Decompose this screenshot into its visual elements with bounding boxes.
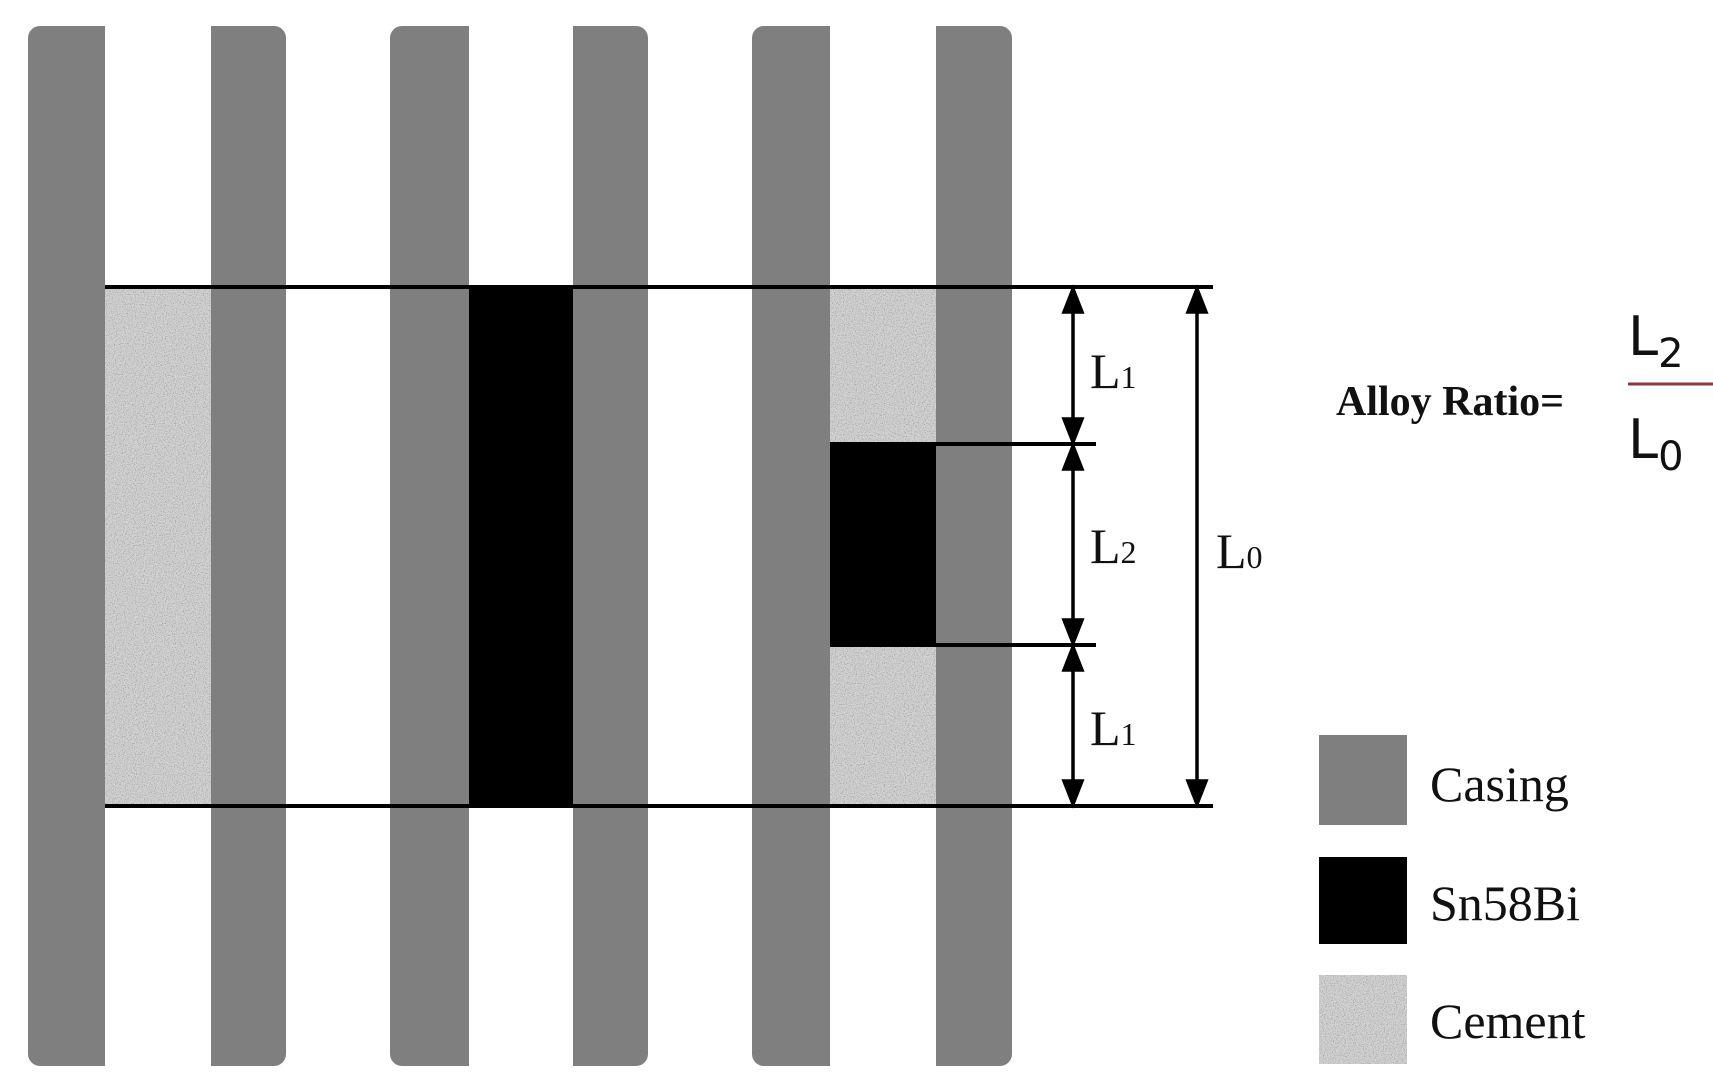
alloy-ratio-formula: Alloy Ratio= L2 L0 (1336, 305, 1713, 480)
well-1-bore-bottom (105, 806, 211, 1066)
l1-top-arrowhead-down (1061, 417, 1085, 447)
legend-label-casing: Casing (1430, 756, 1569, 812)
well-3-bore-bottom (830, 806, 936, 1066)
formula-numerator: L2 (1628, 305, 1684, 377)
well-3-alloy-section (830, 444, 936, 645)
well-1-bore-top (105, 26, 211, 286)
l0-arrowhead-up (1185, 284, 1209, 314)
well-2-alloy (390, 26, 648, 1066)
l0-label: L0 (1216, 523, 1263, 579)
well-3-bore-top (830, 26, 936, 286)
legend-swatch-casing (1319, 735, 1407, 825)
l1-bottom-arrowhead-down (1061, 779, 1085, 809)
well-1-cement-section (105, 286, 211, 806)
l2-arrowhead-up (1061, 441, 1085, 471)
formula-denominator: L0 (1628, 408, 1684, 480)
legend-label-sn58bi: Sn58Bi (1430, 875, 1580, 931)
l2-arrowhead-down (1061, 618, 1085, 648)
well-3-mixed (752, 26, 1012, 1066)
well-3-cement-upper (830, 286, 936, 444)
well-2-bore-bottom (469, 806, 573, 1066)
well-2-bore-top (469, 26, 573, 286)
l1-bottom-arrowhead-up (1061, 642, 1085, 672)
dimension-arrows (1061, 284, 1209, 809)
well-2-alloy-section (469, 286, 573, 806)
legend-swatch-cement (1319, 975, 1407, 1064)
l2-label: L2 (1090, 518, 1137, 574)
legend-swatch-sn58bi (1319, 857, 1407, 944)
l1-top-label: L1 (1090, 343, 1137, 399)
reference-lines (105, 285, 1213, 808)
l1-top-arrowhead-up (1061, 284, 1085, 314)
well-1-cement (28, 26, 286, 1066)
well-3-cement-lower (830, 645, 936, 806)
formula-label: Alloy Ratio= (1336, 379, 1564, 425)
l1-bottom-label: L1 (1090, 700, 1137, 756)
l0-arrowhead-down (1185, 779, 1209, 809)
legend-label-cement: Cement (1430, 993, 1586, 1049)
legend: Casing Sn58Bi Cement (1319, 735, 1586, 1064)
